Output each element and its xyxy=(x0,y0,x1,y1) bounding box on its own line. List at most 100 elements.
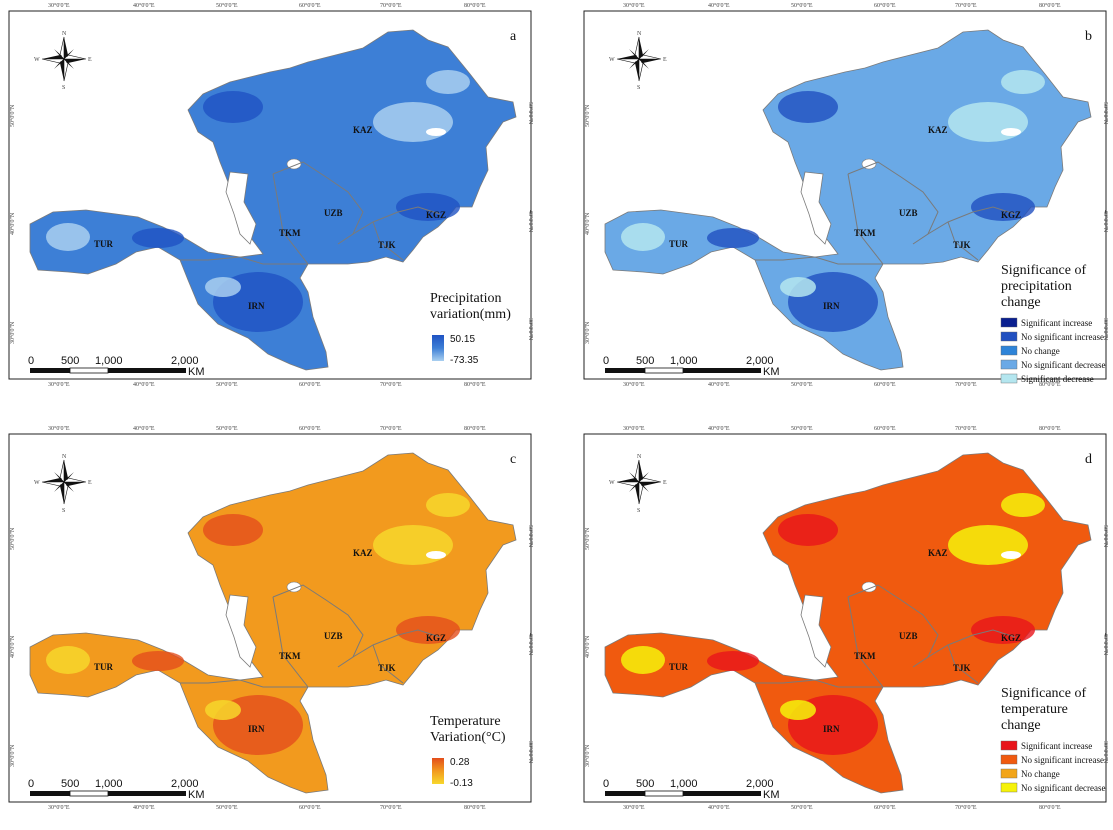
legend-item-label: Significant increase xyxy=(1021,318,1092,328)
map-legend: Significance oftemperaturechangeSignific… xyxy=(1000,686,1105,793)
panel-letter: d xyxy=(1085,452,1092,467)
legend-swatch xyxy=(1000,768,1018,779)
country-border xyxy=(352,629,441,658)
legend-title: variation(mm) xyxy=(430,307,511,322)
data-patch xyxy=(778,91,838,123)
lon-tick-label: 40°0'0"E xyxy=(133,2,155,9)
lon-tick-label: 60°0'0"E xyxy=(299,804,321,811)
data-patch xyxy=(778,514,838,546)
lat-tick-label: 50°0'0"N xyxy=(584,527,591,550)
lon-tick-label: 40°0'0"E xyxy=(708,381,730,388)
country-label-tjk: TJK xyxy=(953,240,971,250)
lat-tick-label: 40°0'0"N xyxy=(527,633,534,656)
country-label-uzb: UZB xyxy=(324,208,343,218)
country-label-kgz: KGZ xyxy=(1001,633,1021,643)
lat-tick-label: 30°0'0"N xyxy=(1102,741,1109,764)
svg-text:W: W xyxy=(609,480,615,486)
caspian-sea xyxy=(800,171,832,245)
lon-tick-label: 50°0'0"E xyxy=(216,425,238,432)
lon-tick-label: 40°0'0"E xyxy=(133,425,155,432)
lon-tick-label: 50°0'0"E xyxy=(791,425,813,432)
legend-item-label: No significant increase xyxy=(1021,755,1104,765)
caspian-sea xyxy=(225,171,257,245)
svg-text:2,000: 2,000 xyxy=(746,355,774,367)
lake xyxy=(1001,128,1021,136)
scale-bar: 0 500 1,000 2,000 KM xyxy=(28,355,205,378)
legend-title: temperature xyxy=(1001,702,1068,717)
country-border xyxy=(847,173,884,265)
legend-color-ramp xyxy=(432,758,444,784)
lat-tick-label: 40°0'0"N xyxy=(1102,633,1109,656)
lon-tick-label: 60°0'0"E xyxy=(874,2,896,9)
legend-item-label: No significant increase xyxy=(1021,332,1104,342)
legend-swatch xyxy=(1000,317,1018,328)
legend-min-value: -0.13 xyxy=(450,778,473,789)
lon-tick-label: 80°0'0"E xyxy=(1039,381,1061,388)
legend-title: Significance of xyxy=(1001,686,1086,701)
lon-tick-label: 50°0'0"E xyxy=(216,381,238,388)
data-patch xyxy=(203,514,263,546)
lat-tick-label: 50°0'0"N xyxy=(584,104,591,127)
data-patch xyxy=(426,493,470,517)
lon-tick-label: 60°0'0"E xyxy=(299,425,321,432)
country-label-tkm: TKM xyxy=(854,651,876,661)
caspian-sea xyxy=(225,594,257,668)
data-patch xyxy=(373,525,453,565)
lake xyxy=(1001,551,1021,559)
lat-tick-label: 50°0'0"N xyxy=(527,102,534,125)
country-border xyxy=(927,629,1016,658)
lon-tick-label: 70°0'0"E xyxy=(955,425,977,432)
lon-tick-label: 70°0'0"E xyxy=(380,2,402,9)
lon-tick-label: 70°0'0"E xyxy=(955,381,977,388)
lat-tick-label: 50°0'0"N xyxy=(1102,102,1109,125)
map-panel-d: 30°0'0"E 40°0'0"E 50°0'0"E 60°0'0"E 70°0… xyxy=(583,425,1109,811)
country-border xyxy=(272,596,309,688)
country-label-kaz: KAZ xyxy=(353,548,373,558)
data-patch xyxy=(132,651,184,671)
legend-item-label: Significant increase xyxy=(1021,741,1092,751)
data-patch xyxy=(621,646,665,674)
lat-tick-label: 30°0'0"N xyxy=(527,318,534,341)
country-label-tjk: TJK xyxy=(953,663,971,673)
lon-tick-label: 80°0'0"E xyxy=(464,425,486,432)
svg-text:0: 0 xyxy=(28,355,34,367)
data-patch xyxy=(707,228,759,248)
country-label-kaz: KAZ xyxy=(928,125,948,135)
lat-tick-label: 30°0'0"N xyxy=(527,741,534,764)
lon-tick-label: 30°0'0"E xyxy=(48,2,70,9)
country-label-irn: IRN xyxy=(823,301,840,311)
svg-text:KM: KM xyxy=(763,366,780,378)
svg-text:KM: KM xyxy=(188,789,205,801)
lon-tick-label: 30°0'0"E xyxy=(623,804,645,811)
country-label-tur: TUR xyxy=(669,239,689,249)
compass-icon: N S E W xyxy=(609,31,667,91)
compass-icon: N S E W xyxy=(609,454,667,514)
lat-tick-label: 30°0'0"N xyxy=(9,321,16,344)
legend-title: Variation(°C) xyxy=(430,730,506,745)
scale-bar: 0 500 1,000 2,000 KM xyxy=(28,778,205,801)
data-patch xyxy=(1001,70,1045,94)
lon-tick-label: 80°0'0"E xyxy=(1039,2,1061,9)
legend-item-label: No change xyxy=(1021,346,1060,356)
lon-tick-label: 30°0'0"E xyxy=(623,2,645,9)
legend-item-label: No change xyxy=(1021,769,1060,779)
svg-text:E: E xyxy=(663,480,667,486)
lon-tick-label: 50°0'0"E xyxy=(216,2,238,9)
lon-tick-label: 70°0'0"E xyxy=(955,804,977,811)
country-label-irn: IRN xyxy=(248,301,265,311)
study-area-map: KAZ UZB TKM KGZ TJK TUR IRN xyxy=(29,452,517,794)
svg-text:500: 500 xyxy=(636,355,654,367)
lat-tick-label: 50°0'0"N xyxy=(527,525,534,548)
svg-text:W: W xyxy=(609,57,615,63)
country-border xyxy=(352,206,441,235)
country-border xyxy=(272,173,309,265)
lon-tick-label: 70°0'0"E xyxy=(380,804,402,811)
country-label-kgz: KGZ xyxy=(1001,210,1021,220)
lon-tick-label: 30°0'0"E xyxy=(48,804,70,811)
lon-tick-label: 70°0'0"E xyxy=(955,2,977,9)
lon-tick-label: 40°0'0"E xyxy=(133,804,155,811)
country-label-tur: TUR xyxy=(669,662,689,672)
lon-tick-label: 70°0'0"E xyxy=(380,381,402,388)
scale-bar: 0 500 1,000 2,000 KM xyxy=(603,778,780,801)
lon-tick-label: 50°0'0"E xyxy=(791,804,813,811)
